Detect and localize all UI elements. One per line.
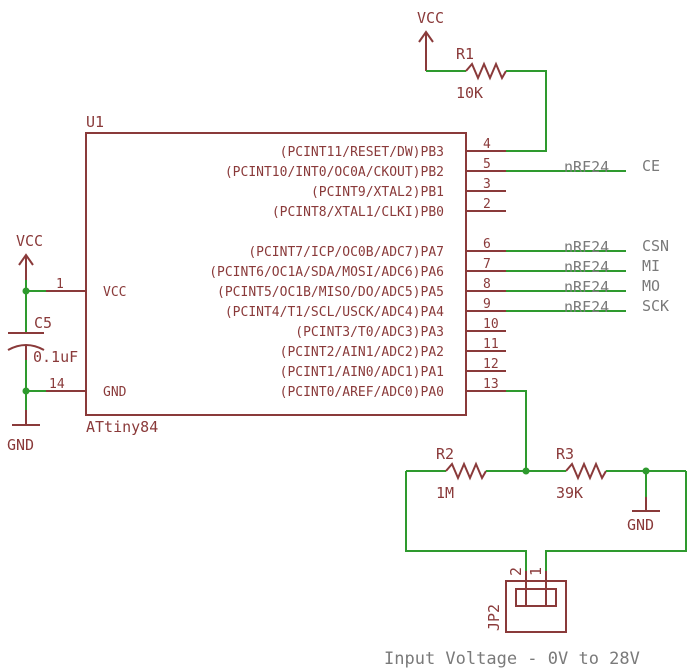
net-prefix-csn: nRF24 xyxy=(564,238,609,256)
pin-func-pa0: (PCINT0/AREF/ADC0)PA0 xyxy=(280,385,444,400)
pin-num-2: 2 xyxy=(483,197,491,212)
wire-pa0 xyxy=(506,390,527,471)
chip-part: ATtiny84 xyxy=(86,418,158,436)
pin-num-13: 13 xyxy=(483,377,499,392)
gnd-symbol-right xyxy=(632,497,660,512)
chip-body xyxy=(85,132,467,416)
net-signal-csn: CSN xyxy=(642,237,669,255)
r2-ref: R2 xyxy=(436,445,454,463)
pin-num-8: 8 xyxy=(483,277,491,292)
vcc-symbol-left xyxy=(18,253,34,280)
net-prefix-mo: nRF24 xyxy=(564,278,609,296)
junction-gnd xyxy=(22,387,30,395)
junction-divider xyxy=(522,467,530,475)
pin-name-gnd: GND xyxy=(103,385,127,400)
pin-func-pb0: (PCINT8/XTAL1/CLKI)PB0 xyxy=(272,205,444,220)
r3-ref: R3 xyxy=(556,445,574,463)
net-prefix-ce: nRF24 xyxy=(564,158,609,176)
net-signal-ce: CE xyxy=(642,157,660,175)
vcc-label-top: VCC xyxy=(417,9,444,27)
gnd-label-right: GND xyxy=(627,516,654,534)
resistor-r2 xyxy=(445,461,487,481)
wire-jp2-pin1 xyxy=(545,471,687,571)
pin-func-pa1: (PCINT1/AIN0/ADC1)PA1 xyxy=(280,365,444,380)
capacitor-c5 xyxy=(7,332,45,360)
jp2-ref: JP2 xyxy=(485,604,503,631)
pin-func-pb1: (PCINT9/XTAL2)PB1 xyxy=(311,185,444,200)
vcc-label-left: VCC xyxy=(16,232,43,250)
gnd-label-left: GND xyxy=(7,436,34,454)
pin-num-14: 14 xyxy=(49,377,65,392)
chip-ref: U1 xyxy=(86,113,104,131)
pin-func-pb3: (PCINT11/RESET/DW)PB3 xyxy=(280,145,444,160)
net-signal-mo: MO xyxy=(642,277,660,295)
c5-ref: C5 xyxy=(34,314,52,332)
pin-func-pa3: (PCINT3/T0/ADC3)PA3 xyxy=(295,325,444,340)
caption-input-voltage: Input Voltage - 0V to 28V xyxy=(384,649,640,669)
pin-num-6: 6 xyxy=(483,237,491,252)
pin-num-12: 12 xyxy=(483,357,499,372)
pin-num-7: 7 xyxy=(483,257,491,272)
resistor-r3 xyxy=(565,461,607,481)
pin-num-11: 11 xyxy=(483,337,499,352)
pin-func-pa4: (PCINT4/T1/SCL/USCK/ADC4)PA4 xyxy=(225,305,444,320)
resistor-r1 xyxy=(465,61,507,81)
net-prefix-sck: nRF24 xyxy=(564,298,609,316)
r2-value: 1M xyxy=(436,484,454,502)
pin-num-1: 1 xyxy=(56,277,64,292)
pin-name-vcc: VCC xyxy=(103,285,126,300)
jp2-pin1-label: 1 xyxy=(527,567,545,576)
pin-func-pa6: (PCINT6/OC1A/SDA/MOSI/ADC6)PA6 xyxy=(209,265,444,280)
vcc-symbol-top xyxy=(418,30,434,71)
wire-reset-pullup xyxy=(506,70,547,152)
pin-func-pa5: (PCINT5/OC1B/MISO/DO/ADC5)PA5 xyxy=(217,285,444,300)
connector-jp2 xyxy=(505,571,567,633)
r3-value: 39K xyxy=(556,484,583,502)
pin-func-pa2: (PCINT2/AIN1/ADC2)PA2 xyxy=(280,345,444,360)
net-signal-sck: SCK xyxy=(642,297,669,315)
pin-num-5: 5 xyxy=(483,157,491,172)
net-signal-mi: MI xyxy=(642,257,660,275)
jp2-pin2-label: 2 xyxy=(507,567,525,576)
pin-num-9: 9 xyxy=(483,297,491,312)
pin-func-pb2: (PCINT10/INT0/OC0A/CKOUT)PB2 xyxy=(225,165,444,180)
r1-ref: R1 xyxy=(456,45,474,63)
pin-func-pa7: (PCINT7/ICP/OC0B/ADC7)PA7 xyxy=(248,245,444,260)
c5-value: 0.1uF xyxy=(33,348,78,366)
wire-jp2-pin2 xyxy=(405,471,527,571)
gnd-symbol-left xyxy=(12,410,40,426)
pin-num-4: 4 xyxy=(483,137,491,152)
net-prefix-mi: nRF24 xyxy=(564,258,609,276)
r1-value: 10K xyxy=(456,84,483,102)
pin-num-3: 3 xyxy=(483,177,491,192)
chip-right-pins xyxy=(466,150,506,392)
junction-vcc xyxy=(22,287,30,295)
pin-num-10: 10 xyxy=(483,317,499,332)
